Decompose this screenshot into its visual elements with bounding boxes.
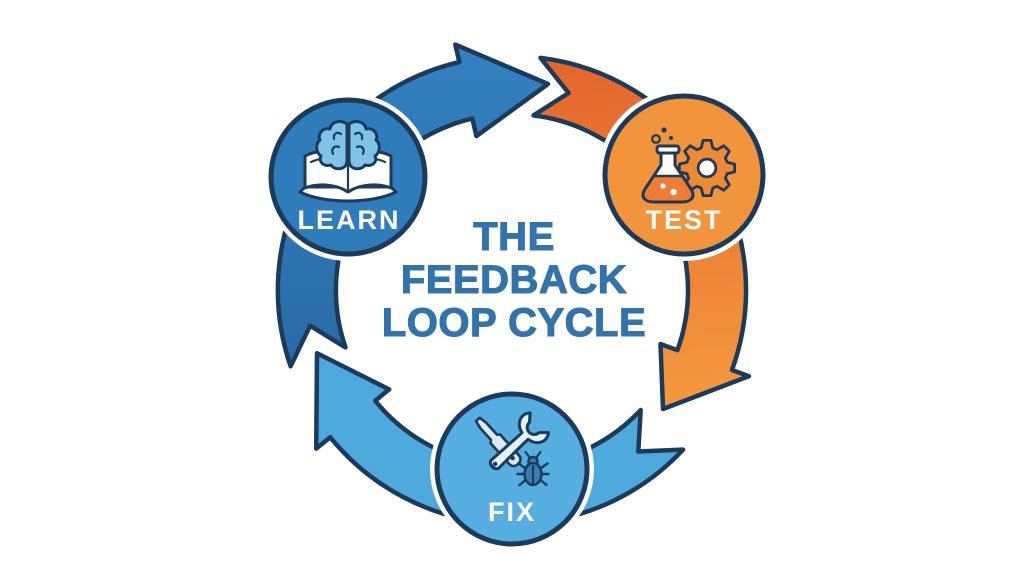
rising-bubble xyxy=(669,136,673,140)
bug-antenna xyxy=(524,450,532,460)
bug-antenna xyxy=(534,450,542,460)
flask-body-outline xyxy=(641,151,695,204)
brain-glyph xyxy=(315,120,381,171)
bug-leg xyxy=(518,478,527,487)
wrench-glyph xyxy=(488,411,551,471)
diagram-title: THE FEEDBACK LOOP CYCLE xyxy=(381,214,646,345)
node-fix: FIX xyxy=(430,387,594,551)
title-line-2: FEEDBACK xyxy=(401,258,627,302)
title-line-1: THE xyxy=(473,215,555,259)
node-learn-label: LEARN xyxy=(298,205,401,235)
brain-fold xyxy=(353,131,364,141)
liquid-bubble xyxy=(670,188,677,196)
node-test: TEST xyxy=(598,89,770,261)
node-fix-label: FIX xyxy=(488,497,536,527)
node-test-label: TEST xyxy=(645,205,722,235)
bug-leg xyxy=(539,478,548,487)
book-brain-icon xyxy=(298,120,398,203)
node-test-circle xyxy=(602,93,766,257)
flask-gear-icon xyxy=(641,127,737,204)
wrench-handle-dot xyxy=(492,461,498,467)
brain-fold xyxy=(355,145,365,156)
bug-glyph xyxy=(516,450,550,487)
rising-bubble xyxy=(661,127,667,133)
rising-bubble xyxy=(651,134,661,144)
flask-rim xyxy=(655,144,681,155)
wrench-shape xyxy=(488,411,551,471)
gear-hub-hole xyxy=(696,157,718,179)
book-cover xyxy=(298,185,398,203)
title-line-3: LOOP CYCLE xyxy=(382,301,646,345)
bug-leg xyxy=(517,462,527,470)
gear-glyph xyxy=(677,138,737,198)
wrench-bug-icon xyxy=(474,411,551,487)
node-learn: LEARN xyxy=(264,93,432,261)
brain-fold xyxy=(331,145,341,156)
bug-leg xyxy=(539,462,549,470)
brain-fold xyxy=(332,131,343,141)
liquid-bubble xyxy=(660,183,666,189)
